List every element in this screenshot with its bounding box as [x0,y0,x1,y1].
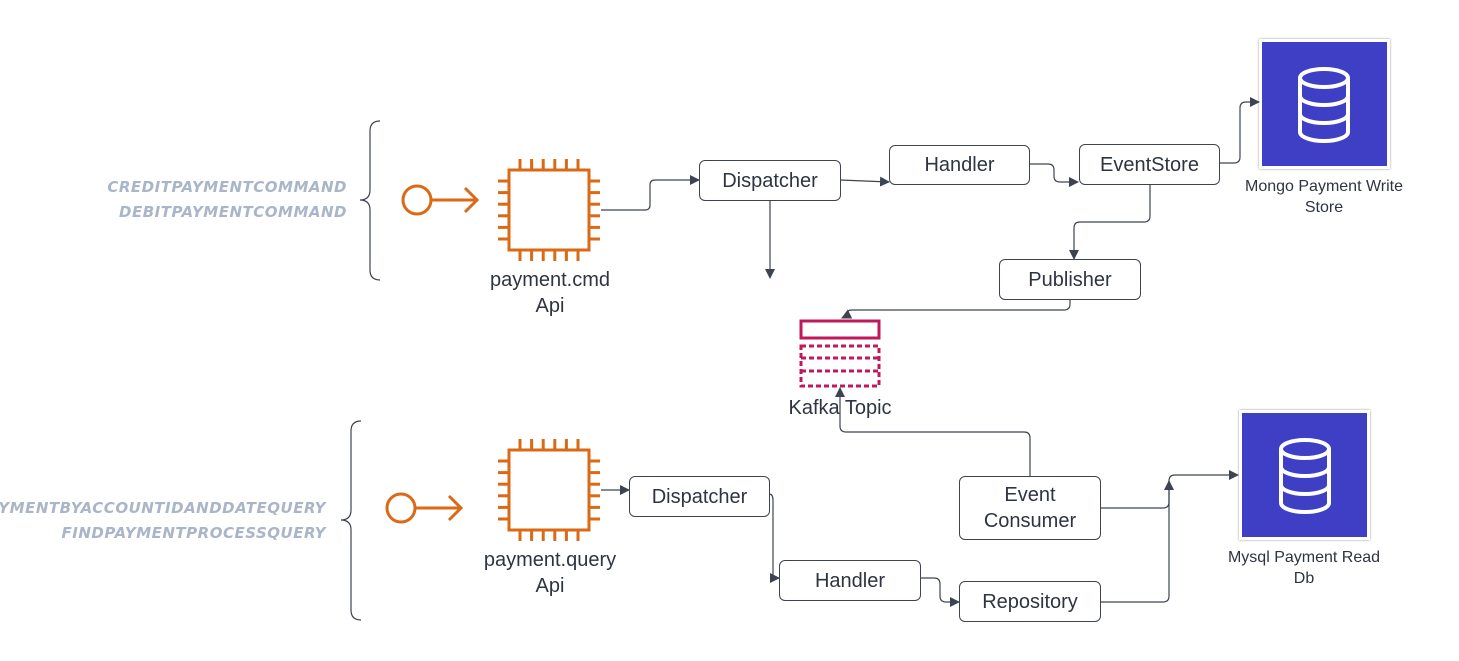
query-handler-box[interactable]: Handler [779,560,921,601]
cmd-dispatcher-box[interactable]: Dispatcher [699,160,841,201]
payment-query-api-label: payment.query Api [483,549,617,597]
query-endpoint-arrow-icon [385,492,464,524]
repository-box[interactable]: Repository [959,581,1101,622]
kafka-topic-label: Kafka Topic [788,397,892,419]
mysql-read-db-label: Mysql Payment Read Db [1227,549,1381,587]
event-store-label: EventStore [1100,153,1199,176]
query-dispatcher-box[interactable]: Dispatcher [629,476,770,517]
wire-dispatcher-to-handler [839,176,890,187]
publisher-label: Publisher [1028,268,1112,291]
wire-handler-to-eventstore [1029,163,1079,187]
wire-consumer-to-mysql [1100,480,1174,509]
payment-query-api-chip-icon [498,439,600,541]
query-item: FINDPAYMENTPROCESSQUERY [61,524,326,542]
event-consumer-label: Event Consumer [983,484,1077,532]
repository-label: Repository [982,590,1078,613]
query-handler-label: Handler [814,569,886,592]
command-endpoint-arrow-icon [401,184,480,216]
wire-repository-to-mysql [1100,470,1239,603]
command-list: CREDITPAYMENTCOMMAND DEBITPAYMENTCOMMAND [107,175,347,225]
payment-cmd-api-label: payment.cmd Api [489,269,611,317]
wire-publisher-to-kafka [841,299,1071,319]
mysql-database-icon [1279,438,1331,514]
mongo-write-store-label: Mongo Payment Write Store [1245,178,1403,216]
event-consumer-box[interactable]: Event Consumer [959,476,1101,540]
wire-eventstore-to-mongo [1219,97,1260,164]
wire-dispatcher-to-handler-query [768,493,780,583]
wire-eventstore-to-publisher [1069,184,1151,260]
publisher-box[interactable]: Publisher [999,259,1141,300]
command-item: DEBITPAYMENTCOMMAND [119,203,347,221]
query-item: FINDPAYMENTBYACCOUNTIDANDDATEQUERY [0,499,326,517]
cmd-handler-box[interactable]: Handler [889,145,1030,185]
command-item: CREDITPAYMENTCOMMAND [107,178,347,196]
cmd-handler-label: Handler [924,154,995,176]
wire-cmdapi-to-dispatcher [601,175,700,211]
wire-consumer-to-kafka [835,387,1031,476]
kafka-topic-icon [799,319,881,388]
cmd-dispatcher-label: Dispatcher [722,169,818,192]
event-store-box[interactable]: EventStore [1079,144,1220,185]
command-brace [359,120,381,281]
payment-cmd-api-chip-icon [498,159,600,261]
wire-handler-to-repository [920,577,960,607]
query-dispatcher-label: Dispatcher [651,485,748,508]
query-list: FINDPAYMENTBYACCOUNTIDANDDATEQUERY FINDP… [0,496,326,546]
query-brace [340,420,362,621]
mongo-database-icon [1298,67,1350,143]
